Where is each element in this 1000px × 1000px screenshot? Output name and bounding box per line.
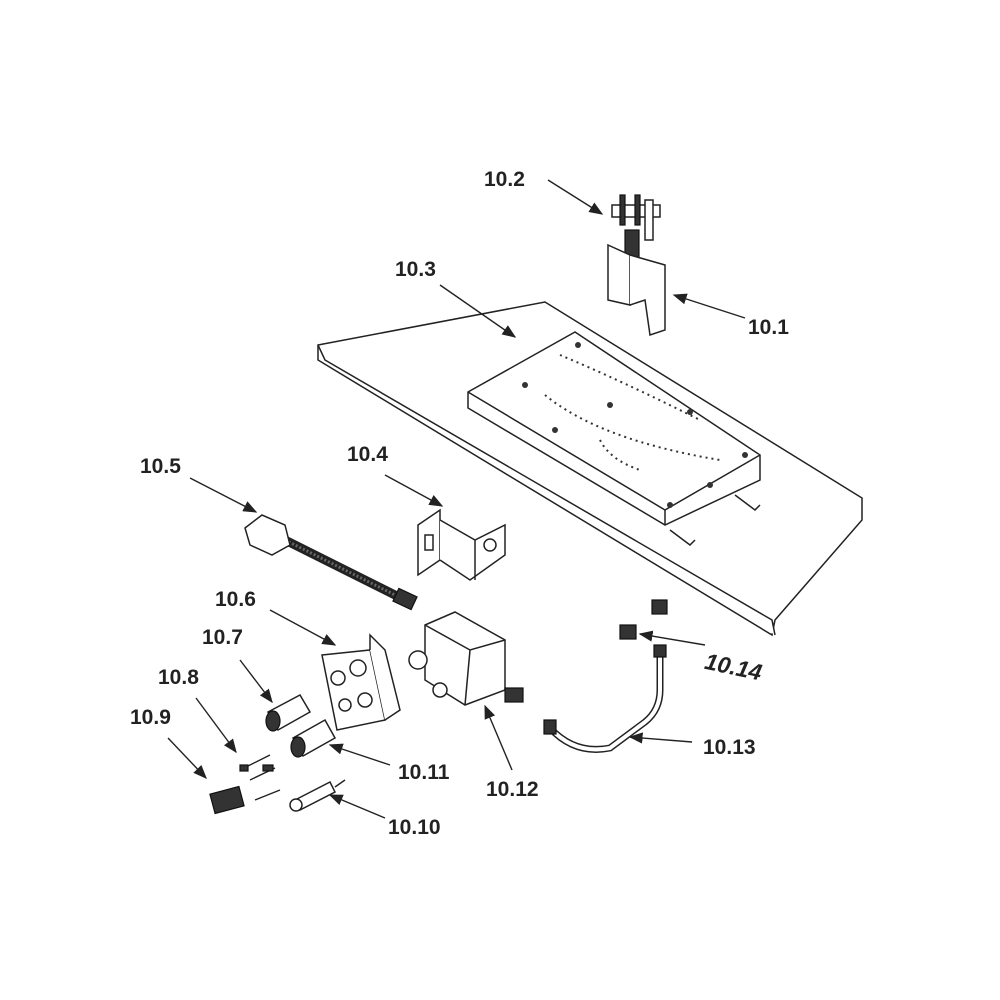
leader-arrows (167, 179, 746, 819)
label-10-2: 10.2 (484, 168, 525, 191)
label-10-7: 10.7 (202, 626, 243, 649)
knob-part-10-11 (290, 718, 337, 758)
tray-part-10-3 (317, 301, 863, 637)
label-10-6: 10.6 (215, 588, 256, 611)
label-10-3: 10.3 (395, 258, 436, 281)
label-10-13: 10.13 (703, 736, 756, 759)
valve-bracket-part-10-4 (417, 508, 506, 581)
flex-hose-part-10-5 (244, 514, 418, 611)
knob-part-10-7 (265, 694, 312, 732)
label-10-1: 10.1 (748, 316, 789, 339)
wire-part-10-8 (239, 754, 281, 801)
label-10-5: 10.5 (140, 455, 181, 478)
label-10-11: 10.11 (398, 761, 450, 784)
pilot-bracket-part-10-1 (607, 243, 666, 336)
fittings-part-10-14 (619, 599, 668, 640)
igniter-part-10-10 (289, 779, 346, 812)
switch-part-10-9 (209, 785, 245, 815)
label-10-12: 10.12 (486, 778, 539, 801)
label-10-10: 10.10 (388, 816, 441, 839)
label-10-4: 10.4 (347, 443, 388, 466)
pilot-tube-part-10-13 (543, 644, 667, 753)
gas-valve-part-10-12 (408, 611, 524, 706)
control-plate-part-10-6 (321, 633, 401, 731)
label-10-8: 10.8 (158, 666, 199, 689)
label-10-9: 10.9 (130, 706, 171, 729)
